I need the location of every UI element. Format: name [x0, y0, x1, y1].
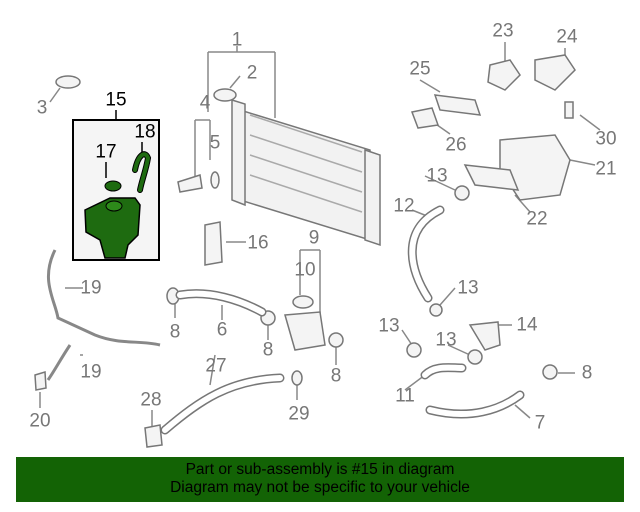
callout-8[interactable]: 8 [169, 321, 181, 343]
callout-1[interactable]: 1 [231, 29, 243, 51]
radiator [231, 98, 381, 247]
callout-11[interactable]: 11 [395, 385, 415, 407]
callout-15[interactable]: 15 [105, 89, 127, 111]
callout-18[interactable]: 18 [134, 121, 156, 143]
callout-25[interactable]: 25 [409, 58, 431, 80]
leader-1 [207, 46, 276, 118]
callout-22[interactable]: 22 [526, 208, 548, 230]
part-28 [144, 424, 163, 448]
part-8c [328, 332, 344, 348]
callout-27[interactable]: 27 [205, 355, 227, 377]
part-21 [499, 134, 571, 201]
callout-13[interactable]: 13 [426, 165, 448, 187]
hose-19 [46, 249, 161, 381]
callout-12[interactable]: 12 [393, 195, 415, 217]
part-9 [284, 311, 326, 351]
leader-3 [49, 87, 61, 103]
callout-8[interactable]: 8 [330, 365, 342, 387]
callout-4[interactable]: 4 [199, 92, 211, 114]
hose-27 [160, 373, 285, 435]
part-24 [534, 54, 576, 91]
part-8d [542, 364, 558, 380]
callout-26[interactable]: 26 [445, 134, 467, 156]
callout-5[interactable]: 5 [209, 132, 221, 154]
part-13c [406, 342, 422, 358]
part-20 [34, 371, 47, 391]
callout-10[interactable]: 10 [294, 259, 316, 281]
part-13d [467, 349, 483, 365]
part-29 [291, 370, 303, 386]
reservoir-cap-17 [104, 180, 122, 192]
callout-28[interactable]: 28 [140, 389, 162, 411]
callout-9[interactable]: 9 [308, 227, 320, 249]
reservoir-hose-18 [133, 152, 151, 192]
callout-19[interactable]: 19 [80, 277, 102, 299]
callout-16[interactable]: 16 [247, 232, 269, 254]
part-16 [204, 221, 223, 266]
callout-13[interactable]: 13 [435, 329, 457, 351]
callout-8[interactable]: 8 [262, 339, 274, 361]
callout-20[interactable]: 20 [29, 410, 51, 432]
callout-7[interactable]: 7 [534, 412, 546, 434]
banner-line-2: Diagram may not be specific to your vehi… [170, 479, 470, 496]
callout-17[interactable]: 17 [95, 141, 117, 163]
callout-2[interactable]: 2 [246, 62, 258, 84]
callout-13[interactable]: 13 [378, 315, 400, 337]
part-25 [433, 94, 482, 116]
callout-19[interactable]: 19 [80, 361, 102, 383]
part-3 [55, 75, 81, 89]
callout-30[interactable]: 30 [595, 128, 617, 150]
part-13b [429, 303, 443, 317]
reservoir-assembly-15[interactable] [72, 110, 160, 261]
callout-6[interactable]: 6 [216, 319, 228, 341]
callout-3[interactable]: 3 [36, 97, 48, 119]
leader-4 [194, 119, 211, 180]
part-26 [410, 107, 440, 129]
reservoir-tank [84, 197, 141, 259]
part-2 [213, 88, 237, 102]
part-5 [210, 171, 220, 189]
banner-line-1: Part or sub-assembly is #15 in diagram [185, 461, 455, 478]
callout-8[interactable]: 8 [581, 362, 593, 384]
callout-13[interactable]: 13 [457, 277, 479, 299]
part-10 [292, 295, 314, 309]
part-22 [463, 164, 520, 191]
part-30 [564, 101, 574, 119]
info-banner: Part or sub-assembly is #15 in diagram D… [16, 457, 624, 502]
leader-2 [229, 75, 241, 89]
callout-24[interactable]: 24 [556, 26, 578, 48]
callout-29[interactable]: 29 [288, 403, 310, 425]
leader-lines-mid [401, 175, 575, 419]
callout-21[interactable]: 21 [595, 158, 617, 180]
part-23 [487, 59, 521, 91]
part-13a [454, 185, 470, 201]
callout-23[interactable]: 23 [492, 20, 514, 42]
part-14 [468, 321, 501, 351]
callout-14[interactable]: 14 [516, 314, 538, 336]
leader-lines-left [39, 241, 337, 428]
part-4 [177, 174, 203, 193]
